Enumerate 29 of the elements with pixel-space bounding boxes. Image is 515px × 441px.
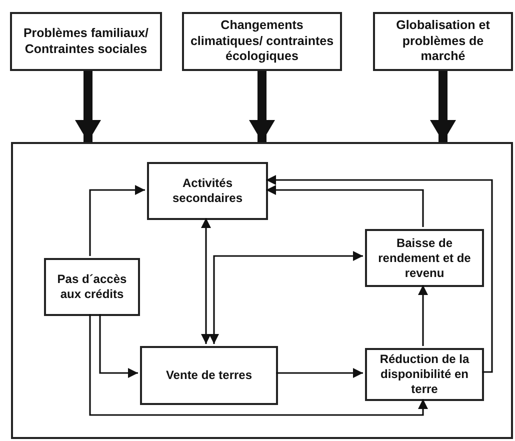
arrow bbox=[266, 175, 493, 373]
process-box bbox=[147, 162, 268, 220]
box-label: Changements climatiques/ contraintes écologiques bbox=[189, 18, 335, 65]
box-label: Problèmes familiaux/ Contraintes sociales bbox=[22, 26, 150, 58]
process-box bbox=[10, 12, 162, 71]
arrow bbox=[209, 251, 363, 344]
arrow bbox=[276, 368, 363, 378]
block-arrow bbox=[432, 71, 454, 142]
box-label: Pas d´accès aux crédits bbox=[56, 272, 128, 302]
process-box bbox=[373, 12, 513, 71]
box-label: Baisse de rendement et de revenu bbox=[377, 236, 472, 280]
arrow bbox=[89, 314, 428, 416]
box-label: Activités secondaires bbox=[171, 176, 244, 206]
process-box bbox=[44, 258, 140, 316]
arrow bbox=[99, 314, 138, 378]
arrow bbox=[418, 285, 428, 346]
arrow bbox=[89, 185, 145, 256]
box-label: Vente de terres bbox=[166, 368, 252, 383]
block-arrow bbox=[251, 71, 273, 142]
process-box bbox=[365, 348, 484, 401]
box-label: Réduction de la disponibilité en terre bbox=[378, 352, 470, 397]
process-box bbox=[140, 346, 278, 405]
process-box bbox=[182, 12, 342, 71]
box-label: Globalisation et problèmes de marché bbox=[395, 18, 491, 65]
block-arrow bbox=[77, 71, 99, 142]
arrow bbox=[201, 218, 211, 344]
process-box bbox=[365, 229, 484, 287]
frame-box bbox=[11, 142, 513, 439]
arrow bbox=[266, 185, 424, 227]
